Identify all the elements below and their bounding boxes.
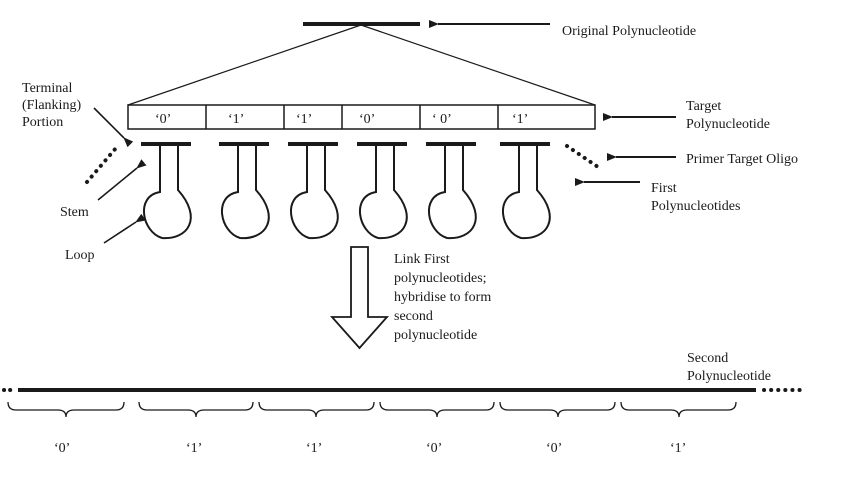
brace-3 <box>258 401 375 418</box>
label-terminal-line-2: (Flanking) <box>22 98 81 113</box>
label-loop: Loop <box>65 248 95 263</box>
label-process-line-4: second <box>394 309 433 324</box>
flank-dots-left <box>85 146 118 184</box>
flank-dots-right <box>565 144 600 169</box>
label-process-line-3: hybridise to form <box>394 290 491 305</box>
second-bit: ‘0’ <box>54 441 70 456</box>
stem-loop-1 <box>141 142 192 240</box>
label-process-line-2: polynucleotides; <box>394 271 487 286</box>
process-arrow <box>329 246 390 350</box>
brace-5 <box>499 401 616 418</box>
label-terminal-line-1: Terminal <box>22 81 72 96</box>
fan-line-left <box>127 24 362 106</box>
stem-loop-6 <box>500 142 551 240</box>
label-terminal-line-3: Portion <box>22 115 63 130</box>
second-bit: ‘1’ <box>186 441 202 456</box>
stem-loop-2 <box>219 142 270 240</box>
target-bit: ‘0’ <box>359 112 375 127</box>
label-primer-target-oligo: Primer Target Oligo <box>686 152 798 167</box>
target-bit: ‘1’ <box>228 112 244 127</box>
label-first-line-2: Polynucleotides <box>651 199 740 214</box>
second-bit: ‘0’ <box>546 441 562 456</box>
target-bit: ‘ 0’ <box>432 112 452 127</box>
label-second-line-2: Polynucleotide <box>687 369 771 384</box>
label-process-line-5: polynucleotide <box>394 328 477 343</box>
brace-6 <box>620 401 737 418</box>
second-bit: ‘1’ <box>306 441 322 456</box>
label-second-line-1: Second <box>687 351 728 366</box>
stem-loop-5 <box>426 142 477 240</box>
stem-loop-4 <box>357 142 408 240</box>
label-target-line-2: Polynucleotide <box>686 117 770 132</box>
second-bit: ‘0’ <box>426 441 442 456</box>
loop-arrow <box>103 213 146 244</box>
stem-loop-3 <box>288 142 339 240</box>
label-target-line-1: Target <box>686 99 721 114</box>
target-bit: ‘1’ <box>296 112 312 127</box>
target-bit: ‘1’ <box>512 112 528 127</box>
label-process-line-1: Link First <box>394 252 450 267</box>
brace-1 <box>7 401 125 418</box>
stem-arrow <box>97 159 147 201</box>
terminal-arrow <box>93 107 134 148</box>
label-first-line-1: First <box>651 181 677 196</box>
second-bit: ‘1’ <box>670 441 686 456</box>
label-stem: Stem <box>60 205 89 220</box>
target-bit: ‘0’ <box>155 112 171 127</box>
brace-4 <box>379 401 495 418</box>
target-polynucleotide-box <box>127 104 596 130</box>
fan-line-right <box>360 24 596 106</box>
brace-2 <box>138 401 254 418</box>
label-original-polynucleotide: Original Polynucleotide <box>562 24 696 39</box>
